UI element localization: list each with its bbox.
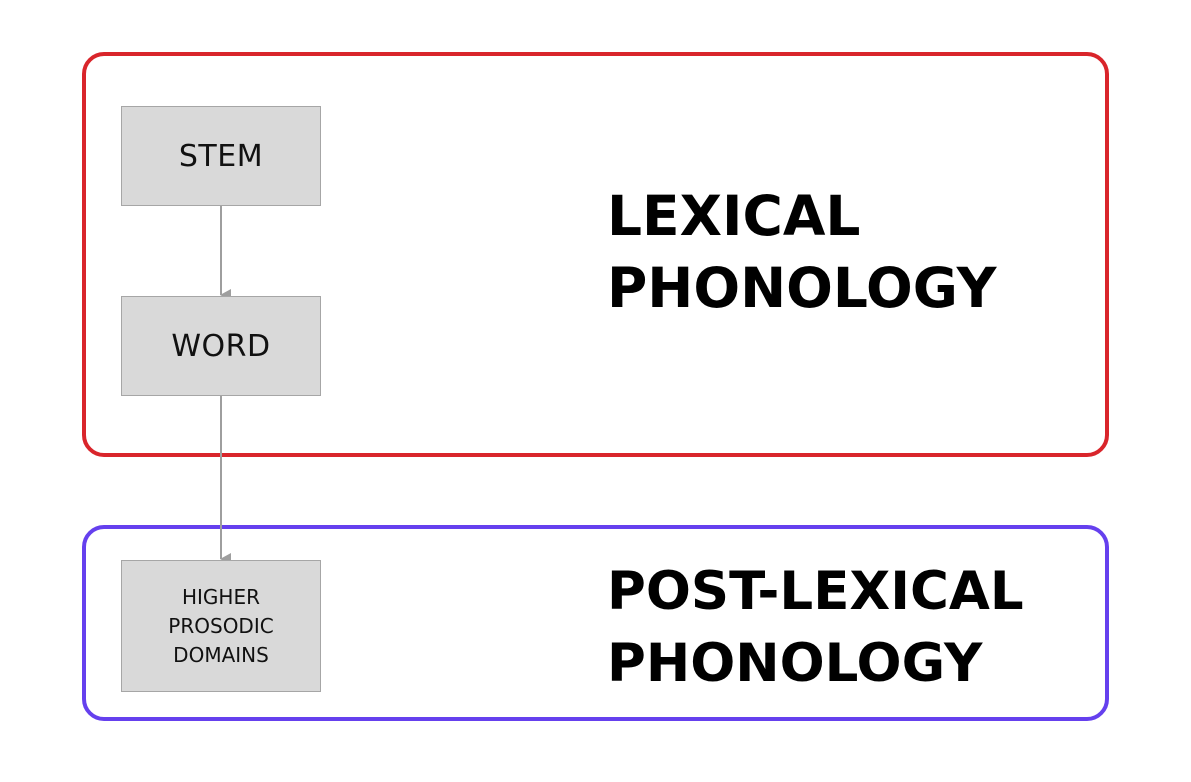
lexical-title-line2: PHONOLOGY bbox=[607, 256, 997, 320]
lexical-phonology-title: LEXICAL PHONOLOGY bbox=[607, 180, 997, 324]
post-lexical-title-line1: POST-LEXICAL bbox=[607, 561, 1024, 622]
post-lexical-phonology-title: POST-LEXICAL PHONOLOGY bbox=[607, 556, 1024, 700]
higher-label-line3: DOMAINS bbox=[173, 642, 269, 667]
higher-prosodic-domains-node: HIGHER PROSODIC DOMAINS bbox=[121, 560, 321, 692]
stem-label: STEM bbox=[178, 138, 264, 174]
word-node: WORD bbox=[121, 296, 321, 396]
word-label: WORD bbox=[171, 328, 271, 364]
lexical-title-line1: LEXICAL bbox=[607, 184, 861, 248]
stem-node: STEM bbox=[121, 106, 321, 206]
post-lexical-title-line2: PHONOLOGY bbox=[607, 633, 983, 694]
higher-label-line2: PROSODIC bbox=[168, 613, 274, 638]
higher-label-line1: HIGHER bbox=[181, 584, 260, 609]
